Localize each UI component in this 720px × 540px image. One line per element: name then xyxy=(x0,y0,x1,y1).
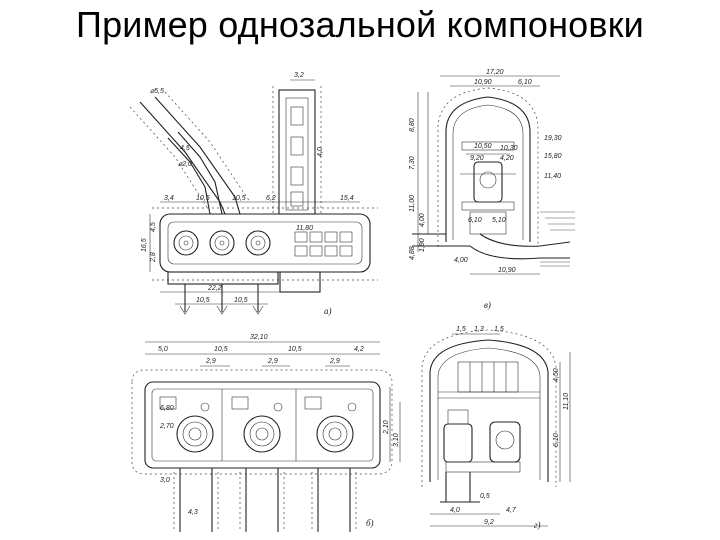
dim-label: 11,80 xyxy=(296,225,313,232)
dim-label: 9,20 xyxy=(470,155,484,162)
dim-label: 3,10 xyxy=(393,433,400,447)
dim-label: 16,5 xyxy=(141,238,148,252)
dim-label: 6,80 xyxy=(160,405,174,412)
dim-label: 11,10 xyxy=(563,393,570,410)
dim-label: 10,90 xyxy=(498,267,516,274)
dim-label: 10,90 xyxy=(474,79,492,86)
hydropower-station-layout-drawing: ⌀5,5 4,5 ⌀2,0 3,2 4,0 3,4 10,5 10,5 6,2 … xyxy=(129,69,575,532)
plan-view-b: 32,10 5,0 10,5 10,5 4,2 2,9 2,9 2,9 2,10… xyxy=(131,334,401,532)
dim-label: 32,10 xyxy=(250,334,268,341)
caption-g: г) xyxy=(534,520,541,530)
dim-label: 4,7 xyxy=(506,507,517,514)
dim-label: 1,5 xyxy=(456,326,466,333)
dim-label: 11,40 xyxy=(544,173,561,180)
dim-label: 4,0 xyxy=(317,147,324,157)
unit-1 xyxy=(173,230,199,256)
dim-label: 10,5 xyxy=(196,297,210,304)
dim-label: 22,2 xyxy=(207,285,222,292)
dim-label: ⌀5,5 xyxy=(150,88,164,95)
dim-label: 3,0 xyxy=(160,477,170,484)
dim-label: 6,10 xyxy=(518,79,532,86)
dim-label: 2,9 xyxy=(267,358,278,365)
dim-label: 2,8 xyxy=(150,252,157,263)
dim-label: 4,5 xyxy=(150,222,157,232)
dim-label: 10,5 xyxy=(234,297,248,304)
dim-label: 1,5 xyxy=(494,326,504,333)
dim-label: 6,10 xyxy=(553,433,560,447)
dim-label: 4,50 xyxy=(553,368,560,382)
dim-label: 15,80 xyxy=(544,153,562,160)
caption-b: б) xyxy=(366,518,374,528)
dim-label: 0,5 xyxy=(480,493,490,500)
dim-label: 6,2 xyxy=(266,195,276,202)
dim-label: 4,2 xyxy=(354,346,364,353)
dim-label: 10,50 xyxy=(474,143,492,150)
unit-b3 xyxy=(316,415,354,453)
dim-label: 17,20 xyxy=(486,69,504,76)
dim-label: 5,0 xyxy=(158,346,168,353)
dim-label: 6,10 xyxy=(468,217,482,224)
dim-label: 2,10 xyxy=(383,420,390,435)
dim-label: 4,00 xyxy=(419,213,426,227)
caption-v: в) xyxy=(484,300,491,310)
unit-2 xyxy=(209,230,235,256)
plan-view-a: ⌀5,5 4,5 ⌀2,0 3,2 4,0 3,4 10,5 10,5 6,2 … xyxy=(129,72,378,316)
dim-label: 9,2 xyxy=(484,519,494,526)
dim-label: 7,30 xyxy=(409,156,416,170)
dim-label: 15,4 xyxy=(340,195,354,202)
unit-3 xyxy=(245,230,271,256)
dim-label: 3,2 xyxy=(294,72,304,79)
caption-a: а) xyxy=(324,306,332,316)
dim-label: 4,88 xyxy=(409,246,416,260)
dim-label: ⌀2,0 xyxy=(178,161,192,168)
section-view-g: 1,5 1,3 1,5 4,50 11,10 6,10 0,5 4,0 4,7 … xyxy=(421,326,571,530)
unit-b1 xyxy=(176,415,214,453)
dim-label: 3,4 xyxy=(164,195,174,202)
dim-label: 4,00 xyxy=(454,257,468,264)
unit-b2 xyxy=(243,415,281,453)
dim-label: 10,5 xyxy=(288,346,302,353)
dim-label: 8,80 xyxy=(409,118,416,132)
dim-label: 10,5 xyxy=(232,195,246,202)
slide-title: Пример однозальной компоновки xyxy=(76,4,644,45)
section-view-v: 17,20 10,90 6,10 8,80 7,30 11,00 1,90 4,… xyxy=(409,69,575,310)
dim-label: 19,30 xyxy=(544,135,562,142)
dim-label: 10,5 xyxy=(196,195,210,202)
dim-label: 2,9 xyxy=(329,358,340,365)
dim-label: 2,70 xyxy=(159,423,174,430)
dim-label: 1,3 xyxy=(474,326,484,333)
dim-label: 2,9 xyxy=(205,358,216,365)
dim-label: 10,5 xyxy=(214,346,228,353)
dim-label: 5,10 xyxy=(492,217,506,224)
dim-label: 11,00 xyxy=(409,195,416,212)
dim-label: 1,90 xyxy=(419,238,426,252)
dim-label: 10,30 xyxy=(500,145,518,152)
dim-label: 4,0 xyxy=(450,507,460,514)
dim-label: 4,5 xyxy=(180,145,190,152)
dim-label: 4,3 xyxy=(188,509,198,516)
dim-label: 4,20 xyxy=(500,155,514,162)
